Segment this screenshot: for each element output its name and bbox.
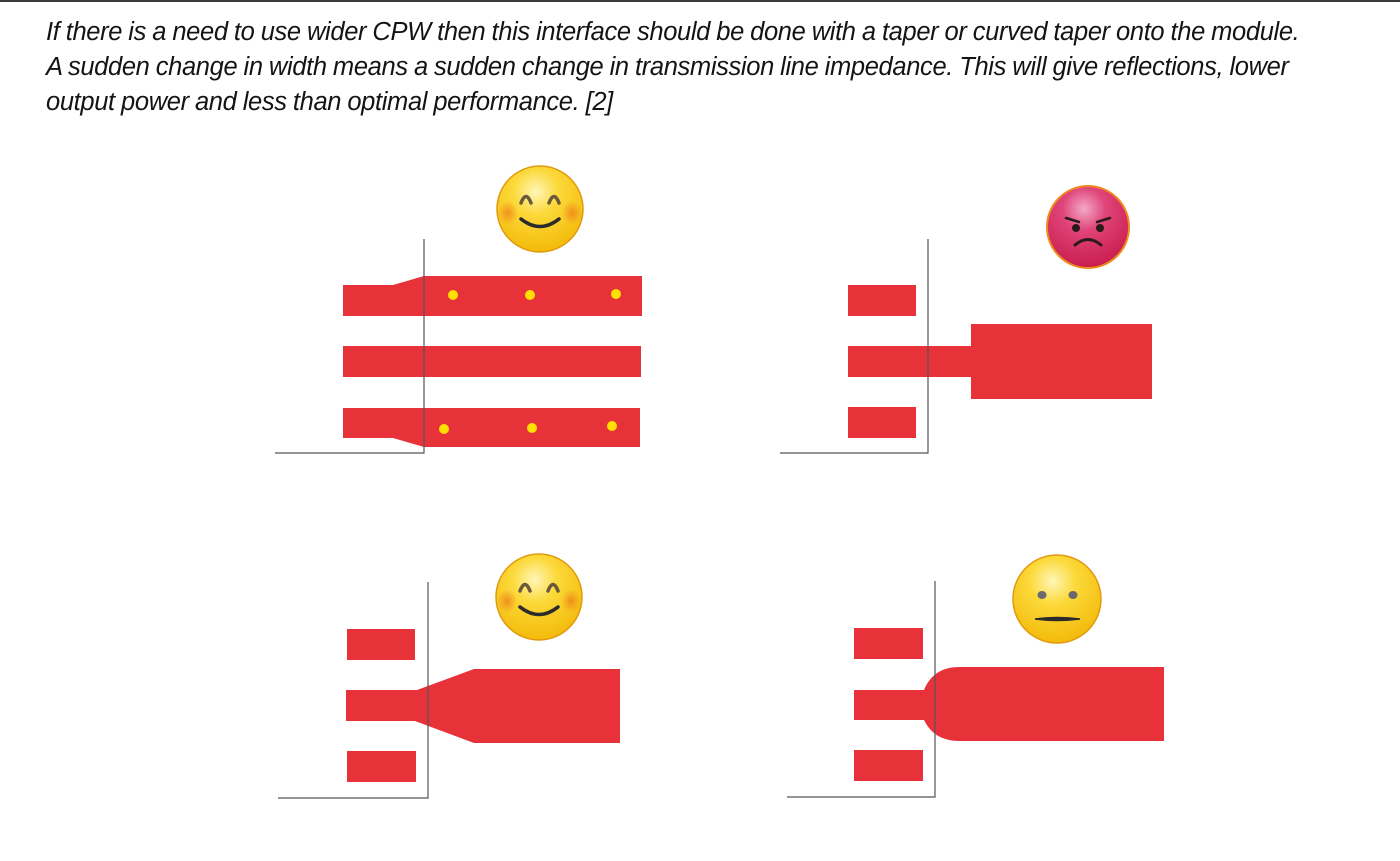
caption-line-3: output power and less than optimal perfo…	[46, 88, 613, 116]
panel-top-right	[780, 185, 1152, 454]
signal-trace-curved-taper	[854, 667, 1164, 741]
module-boundary	[780, 239, 929, 454]
smiling-face-icon	[496, 165, 584, 253]
signal-trace-narrow	[848, 346, 972, 377]
ground-plane-bottom	[343, 408, 640, 447]
caption-line-2: A sudden change in width means a sudden …	[46, 53, 1289, 81]
signal-trace-wide	[971, 324, 1152, 399]
ground-plane-top	[347, 629, 415, 660]
panel-top-left	[275, 165, 642, 454]
ground-plane-top	[854, 628, 923, 659]
ground-plane-bottom	[854, 750, 923, 781]
angry-face-icon	[1046, 185, 1130, 269]
ground-plane-bottom	[347, 751, 416, 782]
caption-line-1: If there is a need to use wider CPW then…	[46, 18, 1300, 46]
module-boundary	[787, 581, 936, 798]
panel-bottom-left	[278, 553, 620, 799]
module-boundary	[275, 239, 425, 454]
smiling-face-icon	[495, 553, 583, 641]
panel-bottom-right	[787, 554, 1164, 798]
ground-plane-bottom	[848, 407, 916, 438]
via-holes	[439, 289, 621, 434]
signal-trace	[343, 346, 641, 377]
neutral-face-icon	[1012, 554, 1102, 644]
signal-trace-linear-taper	[346, 669, 620, 743]
top-divider	[0, 0, 1400, 2]
ground-plane-top	[343, 276, 642, 316]
caption-paragraph: If there is a need to use wider CPW then…	[46, 15, 1391, 120]
module-boundary	[278, 582, 429, 799]
ground-plane-top	[848, 285, 916, 316]
